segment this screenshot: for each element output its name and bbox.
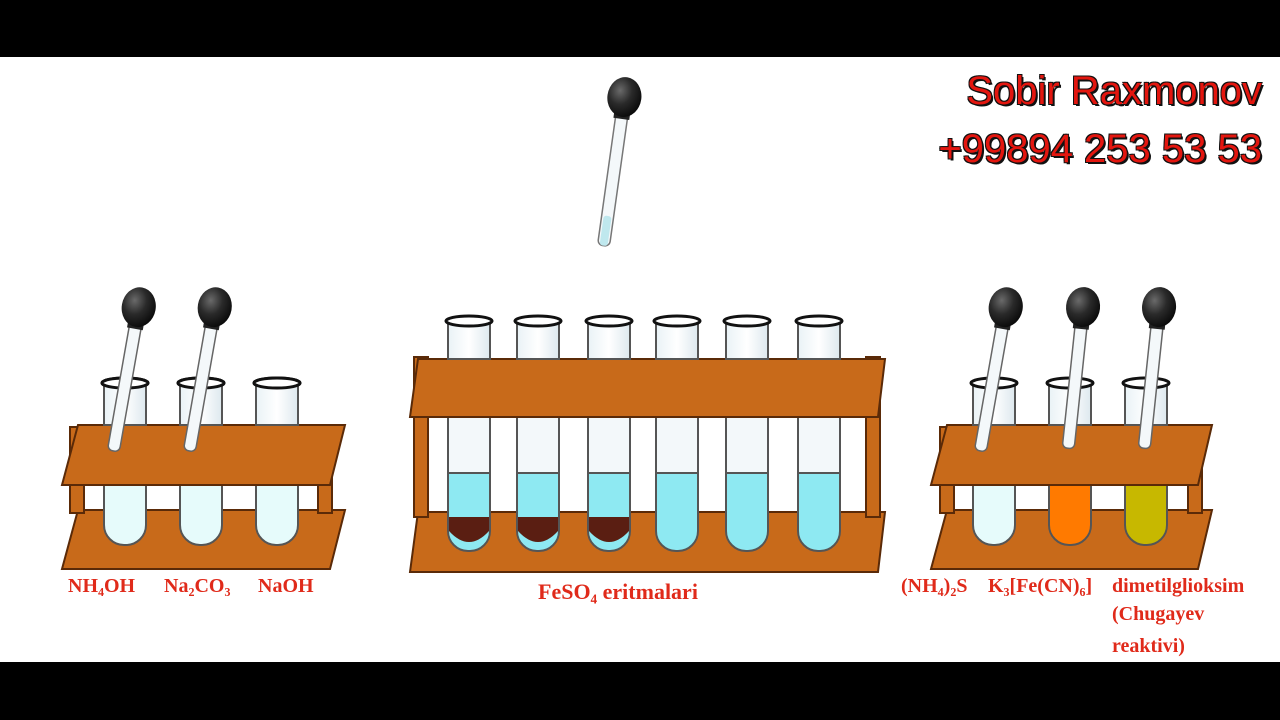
- label-dimetilglioksim: dimetilglioksim: [1112, 575, 1245, 597]
- dropper-icon: [974, 287, 1023, 452]
- tube-rim: [652, 314, 702, 328]
- left-rack-upper-shelf: [60, 424, 347, 486]
- label-chugayev: (Chugayev: [1112, 603, 1205, 625]
- right-rack: [929, 287, 1214, 570]
- left-rack: [60, 287, 347, 570]
- label-naoh: NaOH: [258, 575, 314, 597]
- precipitate: [518, 517, 558, 542]
- precipitate: [449, 517, 489, 542]
- tube-rim: [513, 314, 563, 328]
- dropper-icon: [1061, 287, 1101, 450]
- precipitate: [589, 517, 629, 542]
- watermark-phone: +99894 253 53 53: [938, 127, 1262, 171]
- label-reaktivi: reaktivi): [1112, 635, 1185, 657]
- dropper-icon: [1137, 287, 1177, 450]
- tube-rim: [794, 314, 844, 328]
- label-nh4-2s: (NH₄)₂S: [901, 575, 968, 597]
- watermark-name: Sobir Raxmonov: [966, 69, 1262, 113]
- dropper-icon: [183, 287, 232, 452]
- chemistry-scene: [60, 77, 1214, 573]
- center-rack: [408, 314, 887, 573]
- tube-rim: [722, 314, 772, 328]
- label-k3fecn6: K₃[Fe(CN)₆]: [988, 575, 1093, 597]
- label-feso4: FeSO₄ eritmalari: [538, 579, 698, 604]
- tube-rim: [444, 314, 494, 328]
- center-rack-upper-shelf: [408, 358, 887, 418]
- label-nh4oh: NH₄OH: [68, 575, 136, 597]
- label-na2co3: Na₂CO₃: [164, 575, 231, 597]
- dropper-icon: [597, 77, 642, 247]
- video-frame: NH₄OH Na₂CO₃ NaOH FeSO₄ eritmalari (NH₄)…: [0, 57, 1280, 662]
- tube-rim: [584, 314, 634, 328]
- dropper-icon: [107, 287, 156, 452]
